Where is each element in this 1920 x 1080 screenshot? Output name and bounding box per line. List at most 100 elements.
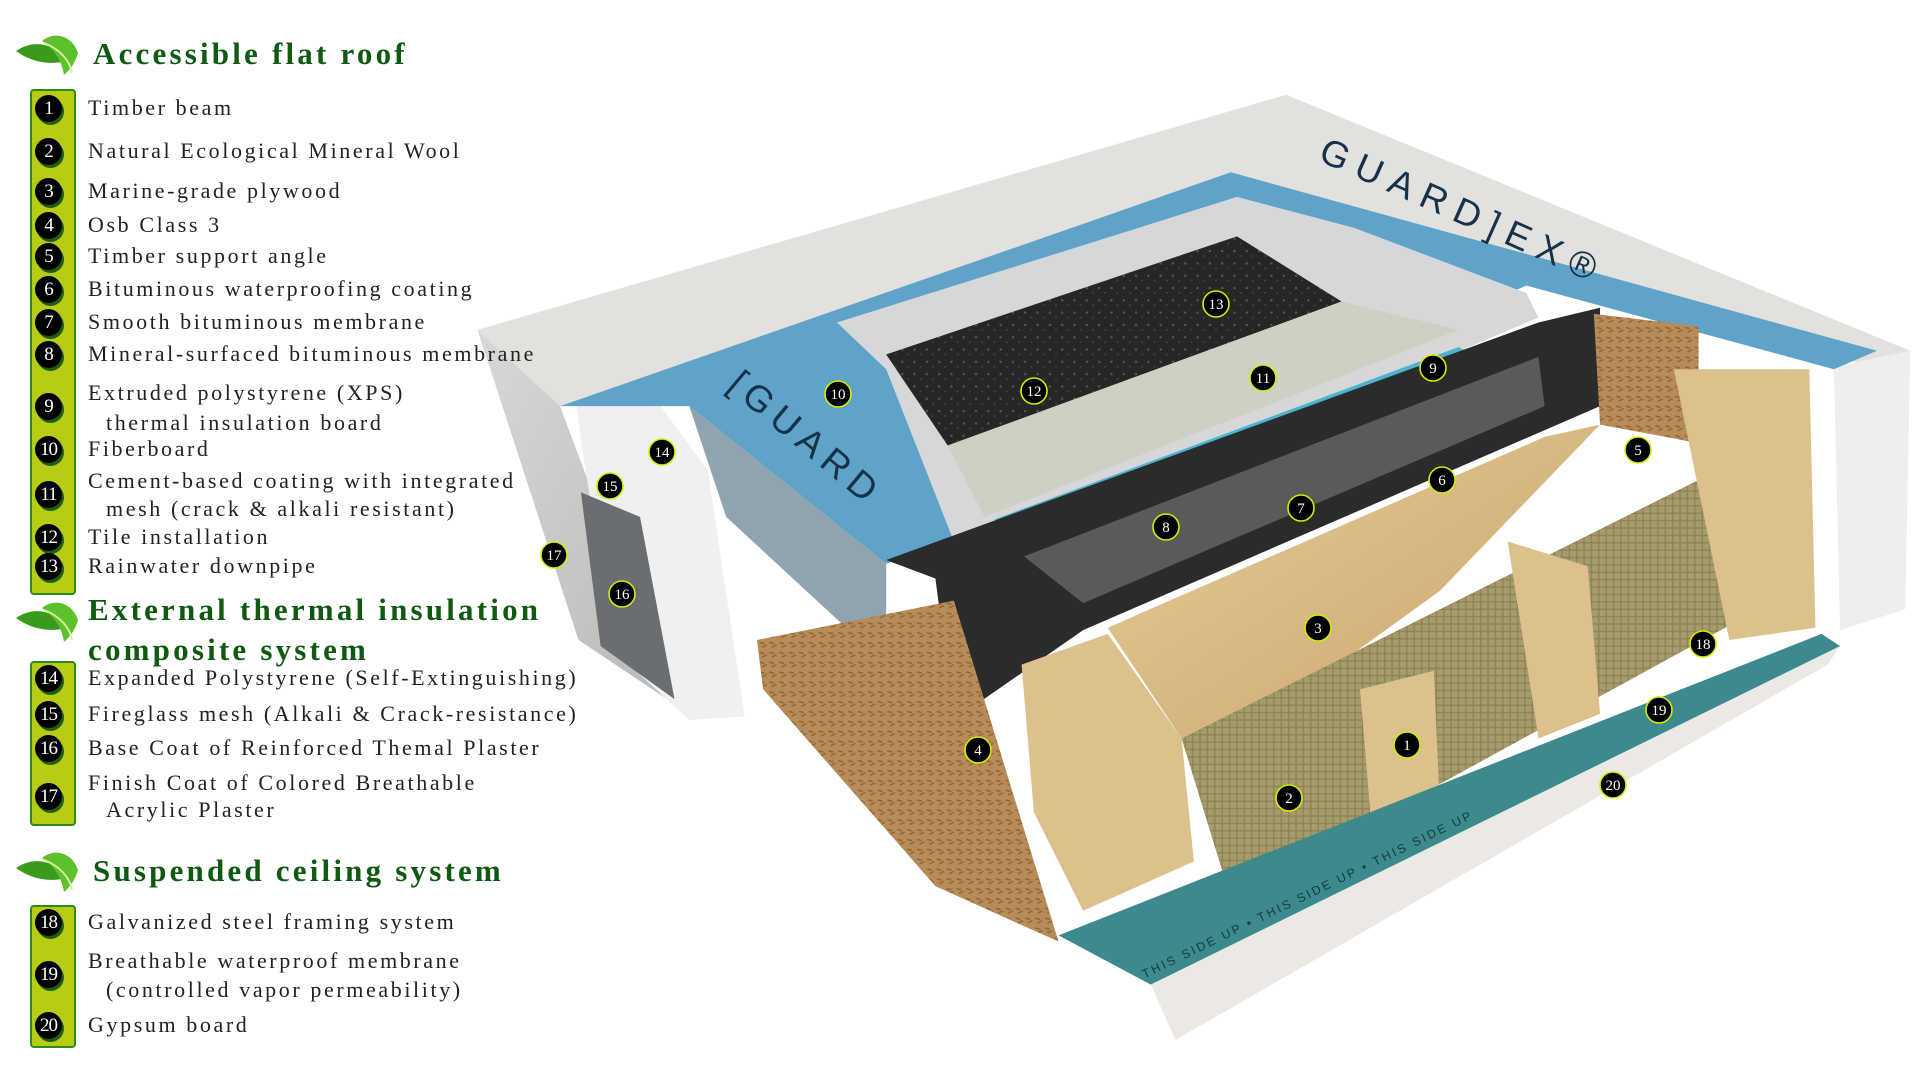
section-title: Suspended ceiling system — [93, 853, 504, 888]
legend-item: Osb Class 3 — [88, 212, 222, 238]
number-badge: 14 — [35, 665, 62, 692]
legend-item: Marine-grade plywood — [88, 178, 342, 204]
legend-item: Fireglass mesh (Alkali & Crack-resistanc… — [88, 701, 578, 727]
legend-item-text: Natural Ecological Mineral Wool — [88, 138, 462, 163]
callout-marker: 9 — [1419, 354, 1447, 382]
legend-item: Expanded Polystyrene (Self-Extinguishing… — [88, 665, 578, 691]
callout-circle — [1624, 436, 1652, 464]
vapor-membrane — [1058, 633, 1841, 985]
timber-beam-c — [1507, 541, 1601, 739]
legend-item-text: Base Coat of Reinforced Themal Plaster — [88, 735, 542, 760]
legend-item-text: thermal insulation board — [106, 410, 384, 435]
number-badge: 16 — [35, 735, 62, 762]
callout-circle — [596, 472, 624, 500]
callout-circle — [1599, 771, 1627, 799]
number-badge: 6 — [35, 276, 62, 303]
callout-number: 19 — [1652, 703, 1667, 719]
callout-number: 11 — [1256, 371, 1270, 387]
gypsum-board — [1150, 646, 1841, 1041]
legend-item-text: mesh (crack & alkali resistant) — [106, 496, 457, 521]
legend-item: Timber beam — [88, 95, 234, 121]
callout-circle — [1020, 377, 1048, 405]
callout-marker: 18 — [1689, 630, 1717, 658]
legend-item: Mineral-surfaced bituminous membrane — [88, 341, 536, 367]
legend-item-text: Timber beam — [88, 95, 234, 120]
legend-item: Smooth bituminous membrane — [88, 309, 427, 335]
callout-marker: 6 — [1428, 466, 1456, 494]
legend-item-text: Finish Coat of Colored Breathable — [88, 770, 477, 795]
callout-circle — [648, 438, 676, 466]
legend-item: Timber support angle — [88, 243, 329, 269]
legend-item-text: Mineral-surfaced bituminous membrane — [88, 341, 536, 366]
section-title-line: External thermal insulation — [88, 592, 542, 627]
number-badge: 8 — [35, 341, 62, 368]
number-badge: 1 — [35, 95, 62, 122]
leaf-icon — [14, 848, 82, 892]
callout-marker: 16 — [608, 580, 636, 608]
callout-marker: 8 — [1152, 513, 1180, 541]
callout-circle — [964, 736, 992, 764]
number-badge: 13 — [35, 553, 62, 580]
callout-marker: 7 — [1287, 494, 1315, 522]
timber-beam-d — [1673, 369, 1816, 641]
legend-item-text: Galvanized steel framing system — [88, 909, 457, 934]
legend-item: Fiberboard — [88, 436, 211, 462]
callout-number: 15 — [603, 479, 618, 495]
leaf-icon — [14, 598, 82, 642]
legend-item-text: Fiberboard — [88, 436, 211, 461]
callout-marker: 1 — [1393, 731, 1421, 759]
legend-item: Gypsum board — [88, 1012, 249, 1038]
callout-circle — [608, 580, 636, 608]
callout-number: 5 — [1634, 443, 1642, 459]
callout-marker: 2 — [1275, 784, 1303, 812]
cement-coating-mesh — [947, 301, 1459, 517]
callout-marker: 13 — [1202, 290, 1230, 318]
callout-number: 10 — [831, 387, 846, 403]
timber-beam-a — [1021, 633, 1194, 911]
number-badge: 12 — [35, 524, 62, 551]
fiberboard-side — [689, 406, 887, 665]
legend-item-text: Bituminous waterproofing coating — [88, 276, 475, 301]
legend-item: Rainwater downpipe — [88, 553, 317, 579]
callout-marker: 5 — [1624, 436, 1652, 464]
legend-item-text: Acrylic Plaster — [106, 797, 277, 822]
section-title: Accessible flat roof — [93, 36, 408, 71]
callout-circle — [1689, 630, 1717, 658]
plywood — [1107, 424, 1601, 751]
callout-number: 4 — [974, 743, 982, 759]
callout-number: 14 — [655, 445, 671, 461]
callout-circle — [1275, 784, 1303, 812]
callout-number: 16 — [615, 587, 631, 603]
number-badge: 5 — [35, 243, 62, 270]
legend-item-text: Expanded Polystyrene (Self-Extinguishing… — [88, 665, 579, 690]
legend-item-text: Timber support angle — [88, 243, 329, 268]
callout-number: 18 — [1696, 637, 1711, 653]
number-badge: 7 — [35, 309, 62, 336]
osb-right — [1593, 313, 1699, 444]
number-badge: 20 — [35, 1012, 62, 1039]
callout-marker: 15 — [596, 472, 624, 500]
section-title-line: composite system — [88, 632, 370, 667]
number-badge: 15 — [35, 701, 62, 728]
callout-marker: 4 — [964, 736, 992, 764]
legend-item-text: Osb Class 3 — [88, 212, 222, 237]
callout-number: 20 — [1606, 778, 1621, 794]
legend-item: Galvanized steel framing system — [88, 909, 456, 935]
legend-item-text: Fireglass mesh (Alkali & Crack-resistanc… — [88, 701, 579, 726]
callout-circle — [1304, 614, 1332, 642]
legend-item: Tile installation — [88, 524, 270, 550]
callout-circle — [1645, 696, 1673, 724]
callout-circle — [1419, 354, 1447, 382]
legend-item-text: Breathable waterproof membrane — [88, 948, 462, 973]
callout-circle — [540, 541, 568, 569]
number-badge: 18 — [35, 909, 62, 936]
callout-marker: 17 — [540, 541, 568, 569]
callout-circle — [1393, 731, 1421, 759]
legend-item: Base Coat of Reinforced Themal Plaster — [88, 735, 541, 761]
callout-number: 9 — [1429, 361, 1437, 377]
callout-number: 12 — [1027, 384, 1042, 400]
callout-marker: 14 — [648, 438, 676, 466]
legend-item-text: (controlled vapor permeability) — [106, 977, 463, 1002]
legend-item-text: Smooth bituminous membrane — [88, 309, 427, 334]
